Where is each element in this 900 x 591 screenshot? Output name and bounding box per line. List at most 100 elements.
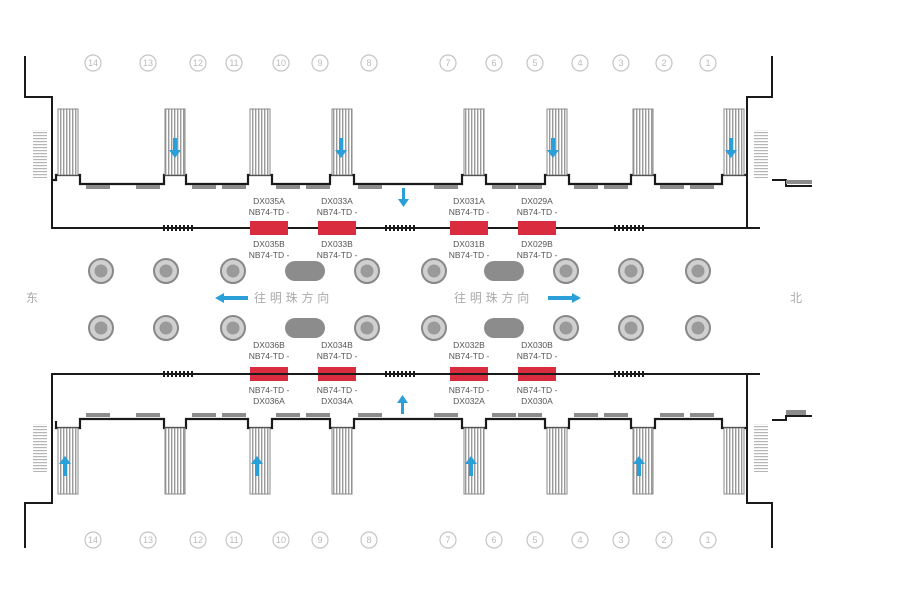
- stair-top-3: [249, 108, 271, 176]
- ad-prefix: NB74-TD -: [449, 207, 490, 217]
- stair-bottom-4: [331, 427, 353, 495]
- gate-number-label: 11: [229, 58, 238, 68]
- ad-prefix: NB74-TD -: [317, 207, 358, 217]
- gate-number-bottom: 10: [272, 531, 290, 549]
- gate-number-bottom: 8: [360, 531, 378, 549]
- ad-code: DX035B: [253, 239, 285, 249]
- gate-number-label: 14: [88, 535, 98, 545]
- column-row-upper: [88, 258, 711, 284]
- pillar-oval: [285, 318, 325, 338]
- gate-number-label: 6: [491, 535, 496, 545]
- gate-number-label: 3: [618, 58, 623, 68]
- gate-number-bottom: 7: [439, 531, 457, 549]
- bottom-left-wall: [24, 373, 760, 548]
- ad-code: DX033A: [321, 196, 353, 206]
- gate-number-bottom: 3: [612, 531, 630, 549]
- bottom-gate-numbers: 14 13 12 11 10 9 8 7 6 5 4 3 2 1: [84, 531, 717, 549]
- gate-number-label: 9: [317, 58, 322, 68]
- top-seats: [86, 185, 714, 189]
- arrow-up-icon: [251, 456, 263, 476]
- gate-number-bottom: 11: [225, 531, 243, 549]
- ad-code: DX030B: [521, 340, 553, 350]
- stair-top-5: [463, 108, 485, 176]
- bottom-seats: [86, 413, 714, 417]
- stair-bottom-6: [546, 427, 568, 495]
- gate-number-top: 5: [526, 54, 544, 72]
- stair-bottom-8: [723, 427, 745, 495]
- arrow-up-icon: [633, 456, 645, 476]
- gate-number-bottom: 14: [84, 531, 102, 549]
- ad-code: DX036A: [253, 396, 285, 406]
- gate-number-label: 8: [366, 535, 371, 545]
- arrow-up-icon: [59, 456, 71, 476]
- bottom-right-exit-wall: [772, 415, 812, 421]
- gate-number-top: 9: [311, 54, 329, 72]
- ad-prefix: NB74-TD -: [449, 250, 490, 260]
- ad-prefix: NB74-TD -: [317, 351, 358, 361]
- top-direction-arrows: [169, 138, 737, 207]
- ad-code: DX029A: [521, 196, 553, 206]
- ad-prefix: NB74-TD -: [317, 250, 358, 260]
- ad-panel-top-1: DX035A NB74-TD - DX035B NB74-TD -: [249, 196, 290, 260]
- gate-number-label: 6: [491, 58, 496, 68]
- ad-prefix: NB74-TD -: [517, 351, 558, 361]
- stair-top-1: [57, 108, 79, 176]
- ad-prefix: NB74-TD -: [517, 385, 558, 395]
- gate-number-label: 5: [532, 535, 537, 545]
- gate-number-top: 11: [225, 54, 243, 72]
- ad-code: DX029B: [521, 239, 553, 249]
- ad-code: DX036B: [253, 340, 285, 350]
- gate-number-top: 1: [699, 54, 717, 72]
- side-stair-top-left: [33, 130, 47, 178]
- arrow-down-icon: [547, 138, 559, 158]
- gate-number-bottom: 2: [655, 531, 673, 549]
- pillar-oval: [285, 261, 325, 281]
- ad-code: DX033B: [321, 239, 353, 249]
- gate-number-bottom: 5: [526, 531, 544, 549]
- gate-number-bottom: 1: [699, 531, 717, 549]
- arrow-up-icon: [465, 456, 477, 476]
- ad-prefix: NB74-TD -: [249, 385, 290, 395]
- platform-columns: [88, 258, 711, 341]
- direction-text-left: 往 明 珠 方 向: [254, 290, 329, 305]
- column-row-lower: [88, 315, 711, 341]
- ad-code: DX030A: [521, 396, 553, 406]
- gate-number-label: 13: [143, 58, 153, 68]
- gate-number-top: 3: [612, 54, 630, 72]
- gate-number-top: 6: [485, 54, 503, 72]
- gate-number-label: 1: [705, 535, 710, 545]
- gate-number-label: 12: [193, 535, 203, 545]
- arrow-down-icon: [335, 138, 347, 158]
- ad-code: DX031B: [453, 239, 485, 249]
- bottom-direction-arrows: [59, 395, 645, 476]
- gate-number-label: 11: [229, 535, 238, 545]
- ad-prefix: NB74-TD -: [449, 351, 490, 361]
- ad-prefix: NB74-TD -: [449, 385, 490, 395]
- ad-code: DX031A: [453, 196, 485, 206]
- arrow-down-icon: [169, 138, 181, 158]
- gate-number-top: 8: [360, 54, 378, 72]
- ad-code: DX034A: [321, 396, 353, 406]
- gate-number-label: 5: [532, 58, 537, 68]
- bottom-inner-wall: [54, 417, 747, 430]
- stair-top-6: [546, 108, 568, 176]
- pillar-oval: [484, 261, 524, 281]
- gate-number-bottom: 12: [189, 531, 207, 549]
- gate-number-label: 2: [661, 58, 666, 68]
- gate-number-label: 7: [445, 535, 450, 545]
- gate-number-top: 2: [655, 54, 673, 72]
- ad-code: DX032B: [453, 340, 485, 350]
- ad-prefix: NB74-TD -: [517, 207, 558, 217]
- gate-number-label: 13: [143, 535, 153, 545]
- ad-prefix: NB74-TD -: [517, 250, 558, 260]
- top-gate-numbers: 14 13 12 11 10 9 8 7 6 5 4 3 2 1: [84, 54, 717, 72]
- gate-number-top: 4: [571, 54, 589, 72]
- top-right-exit-bench: [786, 180, 812, 184]
- gate-number-label: 10: [276, 535, 286, 545]
- top-right-wall: [746, 56, 773, 228]
- side-stair-top-right: [754, 130, 768, 178]
- stair-top-8: [723, 108, 745, 176]
- gate-number-label: 4: [577, 535, 582, 545]
- gate-number-bottom: 4: [571, 531, 589, 549]
- gate-number-bottom: 9: [311, 531, 329, 549]
